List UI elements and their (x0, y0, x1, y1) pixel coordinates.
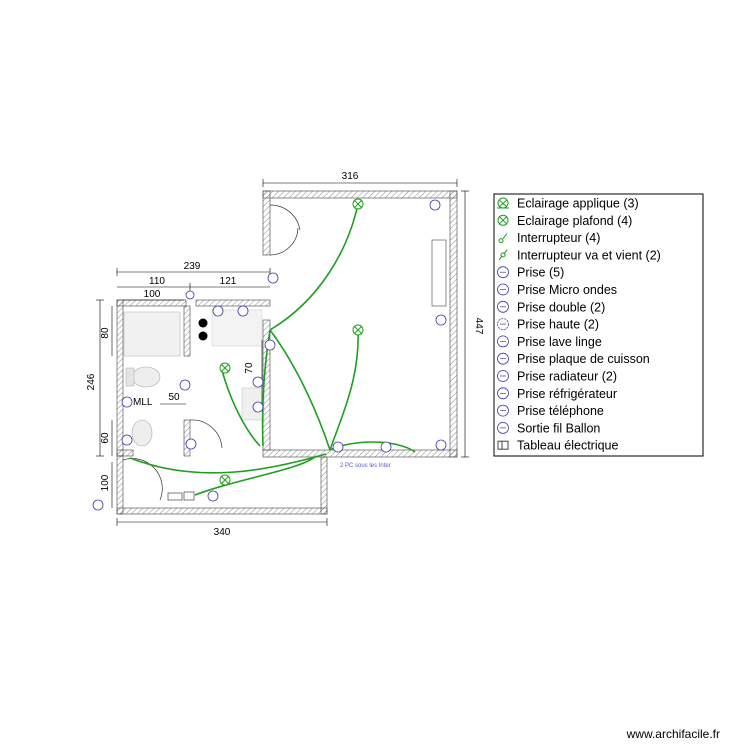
socket-icon (121, 434, 133, 446)
panel-icon (167, 492, 183, 501)
bathtub (211, 309, 263, 347)
legend-label: Prise lave linge (517, 335, 602, 349)
dim-left-total: 246 (86, 373, 97, 390)
legend-label: Prise Micro ondes (517, 283, 617, 297)
plafond-icon (219, 362, 231, 374)
switch-icon (498, 233, 508, 244)
socket-icon (185, 290, 195, 300)
plafond-icon (219, 474, 231, 486)
socket-icon (435, 314, 447, 326)
socket-icon (429, 199, 441, 211)
legend-label: Prise réfrigérateur (517, 387, 617, 401)
double-socket-icon (497, 300, 509, 313)
dim-top-left-a: 110 (149, 276, 165, 287)
dim-right-height: 447 (473, 318, 484, 335)
plafond-icon (497, 214, 509, 226)
dim-left-lower: 60 (100, 432, 111, 444)
dim-top-right: 316 (342, 171, 359, 182)
applique-icon (497, 197, 509, 209)
legend: Eclairage applique (3) Eclairage plafond … (493, 193, 704, 457)
wall-cabinet (431, 239, 447, 307)
two-way-switch-icon (498, 249, 508, 261)
note-pc-inter: 2 PC sous les Inter (340, 463, 391, 469)
radiator-socket-icon (497, 370, 509, 382)
dim-bottom-total: 340 (214, 527, 231, 538)
washer-socket-icon (497, 335, 509, 348)
legend-label: Eclairage plafond (4) (517, 214, 632, 228)
microwave-socket-icon (497, 283, 509, 296)
shower-tray (123, 311, 181, 357)
dim-top-left-total: 239 (184, 261, 201, 272)
legend-label: Sortie fil Ballon (517, 421, 600, 435)
legend-box (493, 193, 704, 457)
high-socket-icon (497, 318, 509, 331)
panel-icon (497, 440, 509, 450)
socket-icon (435, 439, 447, 451)
legend-label: Prise radiateur (2) (517, 370, 617, 384)
legend-label: Prise double (2) (517, 300, 605, 314)
boiler-outlet-icon (497, 421, 509, 434)
socket-icon (179, 379, 191, 391)
socket-icon (264, 339, 276, 351)
dimension-lines (96, 179, 469, 526)
toilet (131, 366, 161, 388)
socket-icon (237, 305, 249, 317)
legend-label: Tableau électrique (517, 439, 619, 453)
legend-label: Prise téléphone (517, 404, 604, 418)
socket-icon (252, 376, 264, 388)
fridge-socket-icon (497, 387, 509, 400)
plafond-icon (352, 198, 364, 210)
pipe-2 (198, 331, 208, 341)
socket-icon (92, 499, 104, 511)
socket-icon (185, 438, 197, 450)
socket-icon (212, 305, 224, 317)
walls (116, 190, 458, 515)
pipe-1 (198, 318, 208, 328)
socket-icon (121, 396, 133, 408)
plafond-icon (352, 324, 364, 336)
room-label-mll: MLL (133, 397, 153, 408)
hob-socket-icon (497, 352, 509, 365)
socket-icon (267, 272, 279, 284)
legend-label: Interrupteur va et vient (2) (517, 248, 661, 262)
legend-label: Prise (5) (517, 266, 564, 280)
dim-top-left-b: 121 (220, 276, 237, 287)
legend-label: Prise plaque de cuisson (517, 352, 650, 366)
dim-inner-left: 100 (144, 289, 161, 300)
electrical-symbols (92, 198, 447, 511)
credit-text[interactable]: www.archifacile.fr (626, 727, 720, 741)
legend-label: Eclairage applique (3) (517, 197, 639, 211)
phone-socket-icon (497, 404, 509, 417)
dim-inner-70: 70 (244, 362, 255, 374)
dim-inner-50: 50 (168, 392, 180, 403)
socket-icon (207, 490, 219, 502)
fixtures (123, 239, 447, 447)
wiring (129, 203, 416, 496)
legend-label: Interrupteur (4) (517, 231, 600, 245)
sink (131, 419, 153, 447)
legend-label: Prise haute (2) (517, 318, 599, 332)
socket-icon (380, 441, 392, 453)
dim-bottom-left: 100 (100, 474, 111, 491)
socket-icon (332, 441, 344, 453)
dim-left-upper: 80 (100, 327, 111, 339)
socket-icon (497, 266, 509, 279)
socket-icon (252, 401, 264, 413)
